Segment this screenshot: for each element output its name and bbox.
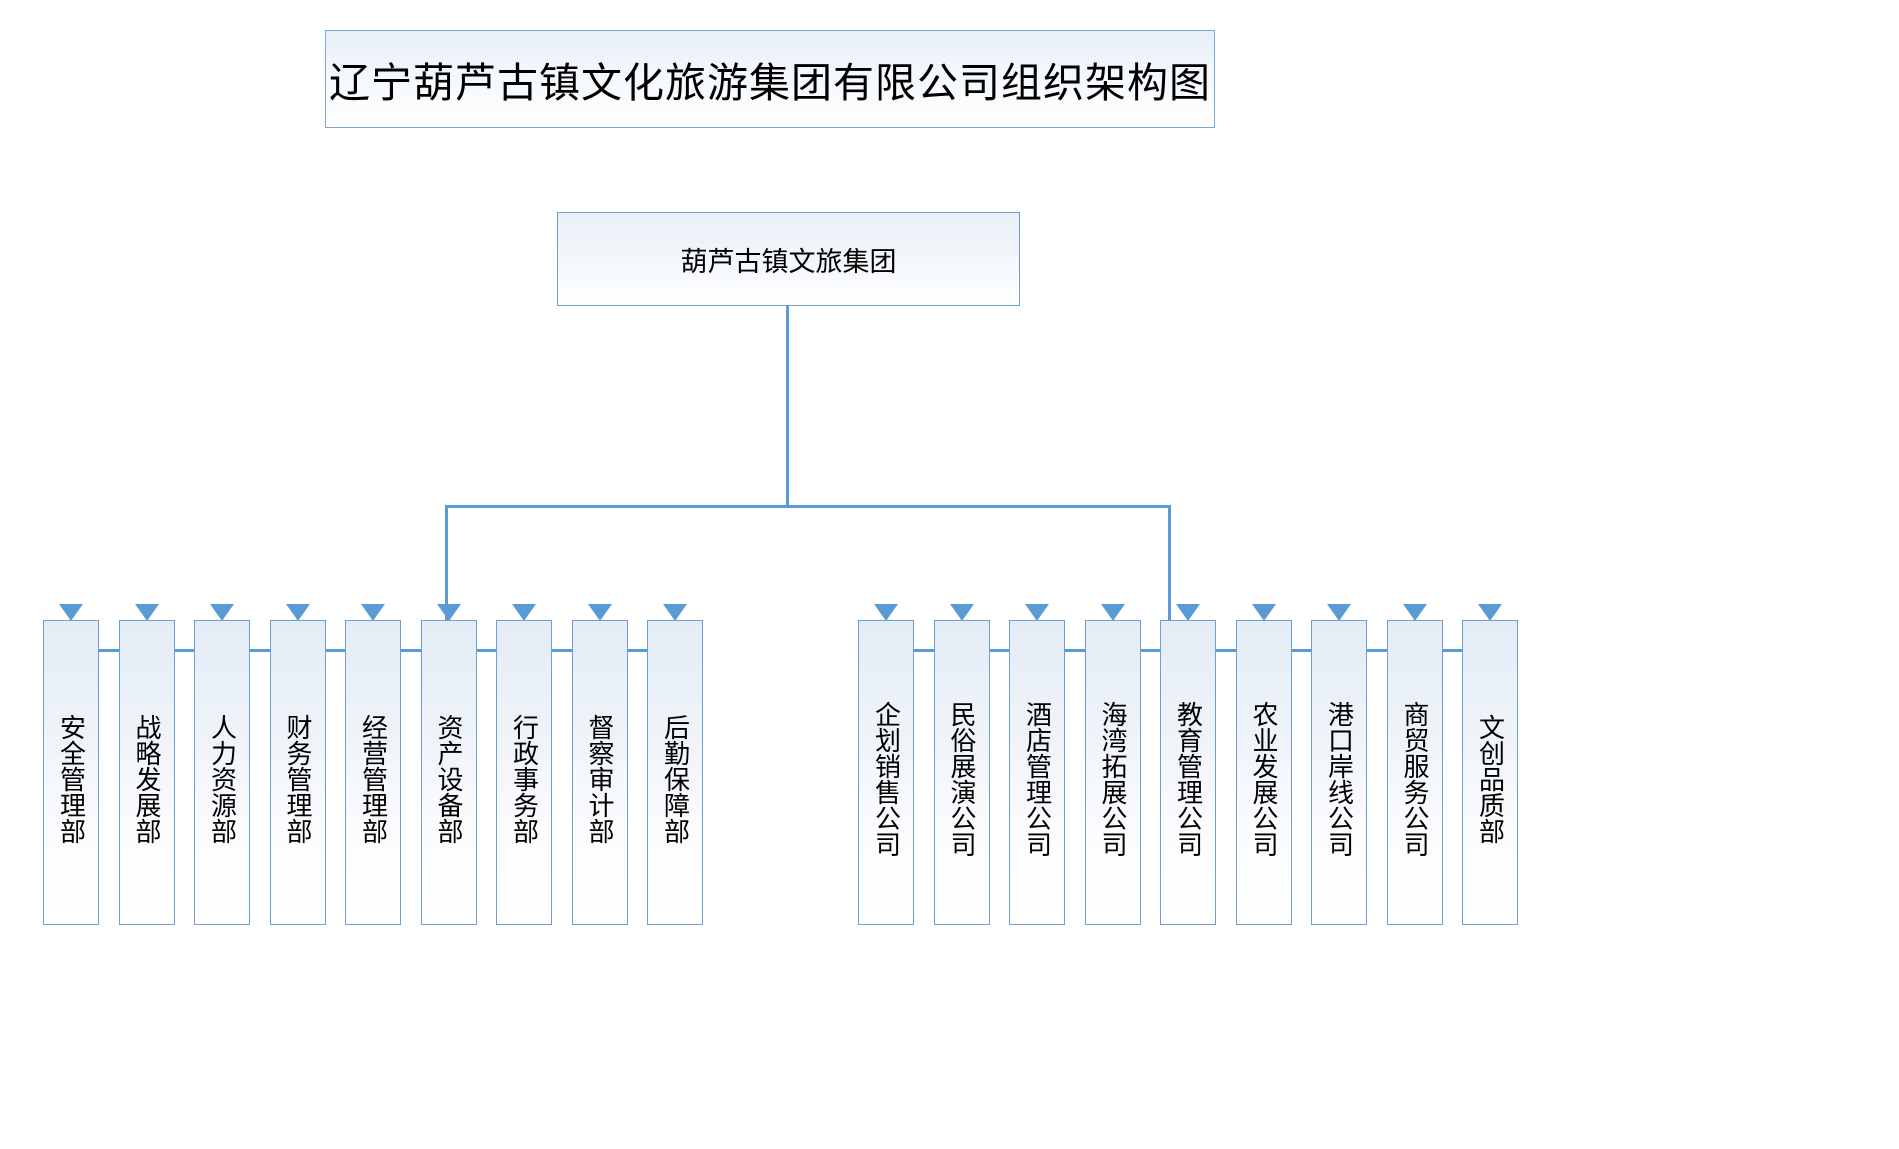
- department-box-9[interactable]: 后勤保障部: [647, 620, 703, 925]
- subsidiary-label-2: 民俗展演公司: [947, 700, 978, 857]
- department-box-2[interactable]: 战略发展部: [118, 620, 175, 925]
- department-arrow-icon-8: [587, 604, 612, 621]
- department-label-1: 安全管理部: [56, 713, 87, 844]
- department-box-6[interactable]: 资产设备部: [420, 620, 477, 925]
- department-label-7: 行政事务部: [509, 713, 540, 844]
- department-label-3: 人力资源部: [207, 713, 238, 844]
- subsidiary-label-7: 港口岸线公司: [1324, 700, 1355, 857]
- subsidiary-label-5: 教育管理公司: [1173, 700, 1204, 857]
- department-label-2: 战略发展部: [132, 713, 163, 844]
- department-label-6: 资产设备部: [434, 713, 465, 844]
- right-branch-drop-line: [1168, 505, 1171, 652]
- subsidiary-arrow-icon-4: [1100, 604, 1125, 621]
- department-box-4[interactable]: 财务管理部: [269, 620, 326, 925]
- department-box-3[interactable]: 人力资源部: [194, 620, 250, 925]
- root-node-box[interactable]: 葫芦古镇文旅集团: [557, 212, 1020, 306]
- department-arrow-icon-3: [210, 604, 234, 621]
- root-node-label: 葫芦古镇文旅集团: [680, 246, 897, 277]
- department-box-8[interactable]: 督察审计部: [571, 620, 628, 925]
- subsidiary-label-9: 文创品质部: [1475, 713, 1506, 844]
- subsidiary-box-7[interactable]: 港口岸线公司: [1311, 620, 1367, 925]
- subsidiary-arrow-icon-9: [1478, 604, 1502, 621]
- department-label-4: 财务管理部: [283, 713, 314, 844]
- department-label-8: 督察审计部: [585, 713, 616, 844]
- left-branch-drop-line: [445, 505, 448, 652]
- department-label-9: 后勤保障部: [660, 713, 691, 844]
- department-box-7[interactable]: 行政事务部: [496, 620, 552, 925]
- department-arrow-icon-2: [134, 604, 159, 621]
- department-box-1[interactable]: 安全管理部: [43, 620, 99, 925]
- department-arrow-icon-5: [361, 604, 385, 621]
- page-title: 辽宁葫芦古镇文化旅游集团有限公司组织架构图: [329, 60, 1211, 106]
- subsidiary-label-4: 海湾拓展公司: [1098, 700, 1129, 857]
- department-arrow-icon-9: [663, 604, 687, 621]
- subsidiary-box-6[interactable]: 农业发展公司: [1235, 620, 1292, 925]
- subsidiary-arrow-icon-5: [1176, 604, 1200, 621]
- subsidiary-arrow-icon-1: [874, 604, 898, 621]
- subsidiary-box-9[interactable]: 文创品质部: [1462, 620, 1518, 925]
- subsidiary-box-1[interactable]: 企划销售公司: [858, 620, 914, 925]
- root-stem-line: [786, 306, 789, 507]
- subsidiary-label-1: 企划销售公司: [871, 700, 902, 857]
- subsidiary-label-8: 商贸服务公司: [1400, 700, 1431, 857]
- subsidiary-arrow-icon-2: [949, 604, 974, 621]
- department-label-5: 经营管理部: [358, 713, 389, 844]
- subsidiary-arrow-icon-3: [1025, 604, 1049, 621]
- subsidiary-label-3: 酒店管理公司: [1022, 700, 1053, 857]
- subsidiary-box-8[interactable]: 商贸服务公司: [1386, 620, 1443, 925]
- main-bus-line: [445, 505, 1171, 508]
- subsidiary-box-4[interactable]: 海湾拓展公司: [1084, 620, 1141, 925]
- department-arrow-icon-4: [285, 604, 310, 621]
- department-arrow-icon-1: [59, 604, 83, 621]
- subsidiary-box-5[interactable]: 教育管理公司: [1160, 620, 1216, 925]
- department-box-5[interactable]: 经营管理部: [345, 620, 401, 925]
- department-arrow-icon-7: [512, 604, 536, 621]
- subsidiary-box-2[interactable]: 民俗展演公司: [933, 620, 990, 925]
- subsidiary-box-3[interactable]: 酒店管理公司: [1009, 620, 1065, 925]
- subsidiary-label-6: 农业发展公司: [1249, 700, 1280, 857]
- chart-title-box: 辽宁葫芦古镇文化旅游集团有限公司组织架构图: [325, 30, 1215, 128]
- subsidiary-arrow-icon-7: [1327, 604, 1351, 621]
- department-arrow-icon-6: [436, 604, 461, 621]
- subsidiary-arrow-icon-8: [1402, 604, 1427, 621]
- subsidiary-arrow-icon-6: [1251, 604, 1276, 621]
